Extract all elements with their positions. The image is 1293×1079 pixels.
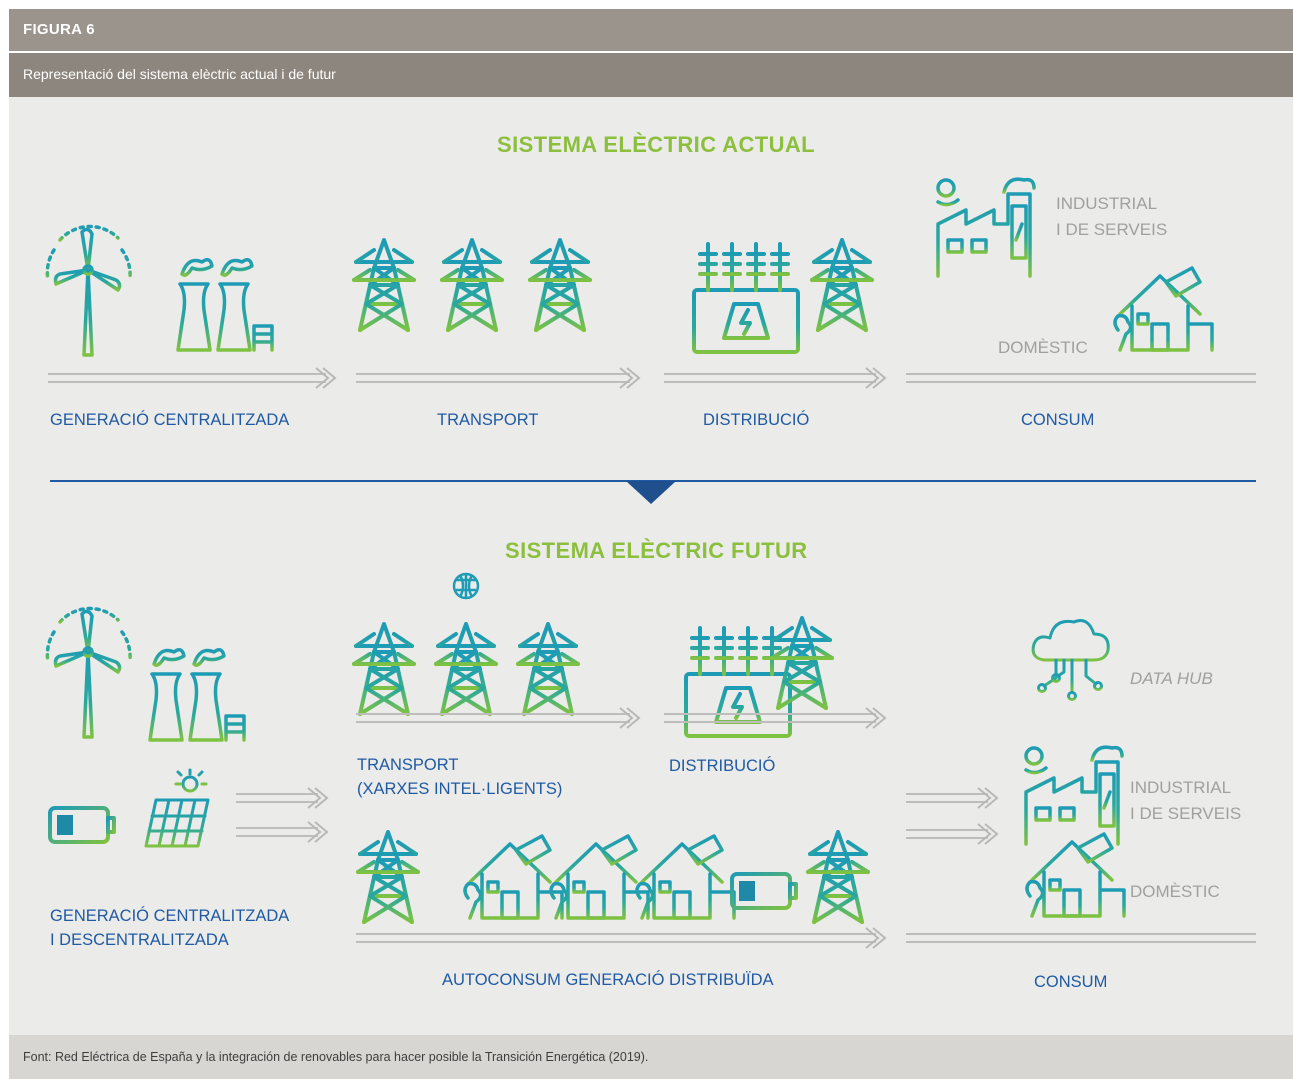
flow-arrow — [236, 787, 328, 809]
house-icon — [462, 834, 572, 920]
source-note: Font: Red Eléctrica de España y la integ… — [23, 1050, 649, 1064]
industrial-label-line1: INDUSTRIAL — [1130, 778, 1232, 797]
data-hub-label: DATA HUB — [1130, 669, 1213, 688]
transport-label: TRANSPORT — [437, 411, 539, 429]
pylon-icon — [806, 830, 870, 924]
pylon-icon — [356, 830, 420, 924]
figure-caption-bar: Representació del sistema elèctric actua… — [9, 53, 1293, 97]
current-system-title: SISTEMA ELÈCTRIC ACTUAL — [497, 132, 816, 157]
wind-turbine-icon — [41, 606, 170, 739]
self-consumption-label: AUTOCONSUM GENERACIÓ DISTRIBUÏDA — [442, 971, 774, 989]
pylon-icon — [516, 622, 580, 716]
pylon-icon — [810, 238, 874, 332]
generation-label-line2: I DESCENTRALITZADA — [50, 931, 229, 949]
domestic-label: DOMÈSTIC — [1130, 882, 1220, 901]
flow-arrow — [906, 787, 998, 809]
pylon-icon — [352, 622, 416, 716]
pylon-icon — [352, 238, 416, 332]
pylon-icon — [434, 622, 498, 716]
antenna-icon — [452, 572, 480, 600]
house-icon — [1112, 266, 1222, 352]
house-icon — [634, 834, 744, 920]
distribution-label: DISTRIBUCIÓ — [669, 757, 776, 775]
diagram-panel — [9, 97, 1293, 1035]
house-icon — [548, 834, 658, 920]
house-icon — [1024, 832, 1134, 918]
industrial-label-line2: I DE SERVEIS — [1130, 804, 1242, 823]
battery-icon — [730, 872, 798, 910]
transport-label-line2: (XARXES INTEL·LIGENTS) — [357, 780, 563, 798]
transport-label-line1: TRANSPORT — [357, 756, 459, 774]
pylon-icon — [770, 616, 834, 710]
solar-panel-icon — [144, 768, 210, 848]
distribution-label: DISTRIBUCIÓ — [703, 411, 810, 429]
flow-arrow — [356, 367, 640, 389]
factory-icon — [928, 177, 1046, 278]
flow-arrow — [664, 367, 886, 389]
industrial-label-line1: INDUSTRIAL — [1056, 194, 1158, 213]
power-plant-icon — [170, 258, 280, 352]
flow-arrow — [236, 821, 328, 843]
consumption-label: CONSUM — [1034, 973, 1108, 991]
future-system-title: SISTEMA ELÈCTRIC FUTUR — [505, 538, 808, 563]
flow-arrow — [356, 707, 640, 729]
generation-label: GENERACIÓ CENTRALITZADA — [50, 411, 290, 429]
flow-arrow — [48, 367, 336, 389]
flow-arrow — [664, 707, 886, 729]
pylon-icon — [440, 238, 504, 332]
source-footer: Font: Red Eléctrica de España y la integ… — [9, 1035, 1293, 1079]
flow-line — [906, 373, 1256, 383]
flow-arrow — [906, 823, 998, 845]
factory-icon — [1016, 745, 1134, 846]
consumption-label: CONSUM — [1021, 411, 1095, 429]
figure-label: FIGURA 6 — [23, 21, 95, 38]
domestic-label: DOMÈSTIC — [998, 338, 1088, 357]
figure-label-bar: FIGURA 6 — [9, 9, 1293, 51]
wind-turbine-icon — [41, 224, 170, 357]
pylon-icon — [528, 238, 592, 332]
flow-line — [906, 933, 1256, 943]
power-plant-icon — [142, 648, 252, 742]
section-divider — [50, 480, 1256, 504]
flow-arrow — [356, 927, 886, 949]
industrial-label-line2: I DE SERVEIS — [1056, 220, 1168, 239]
battery-icon — [48, 806, 116, 844]
figure-caption: Representació del sistema elèctric actua… — [23, 66, 336, 82]
data-cloud-icon — [1031, 619, 1110, 701]
substation-icon — [682, 242, 810, 356]
generation-label-line1: GENERACIÓ CENTRALITZADA — [50, 907, 290, 925]
